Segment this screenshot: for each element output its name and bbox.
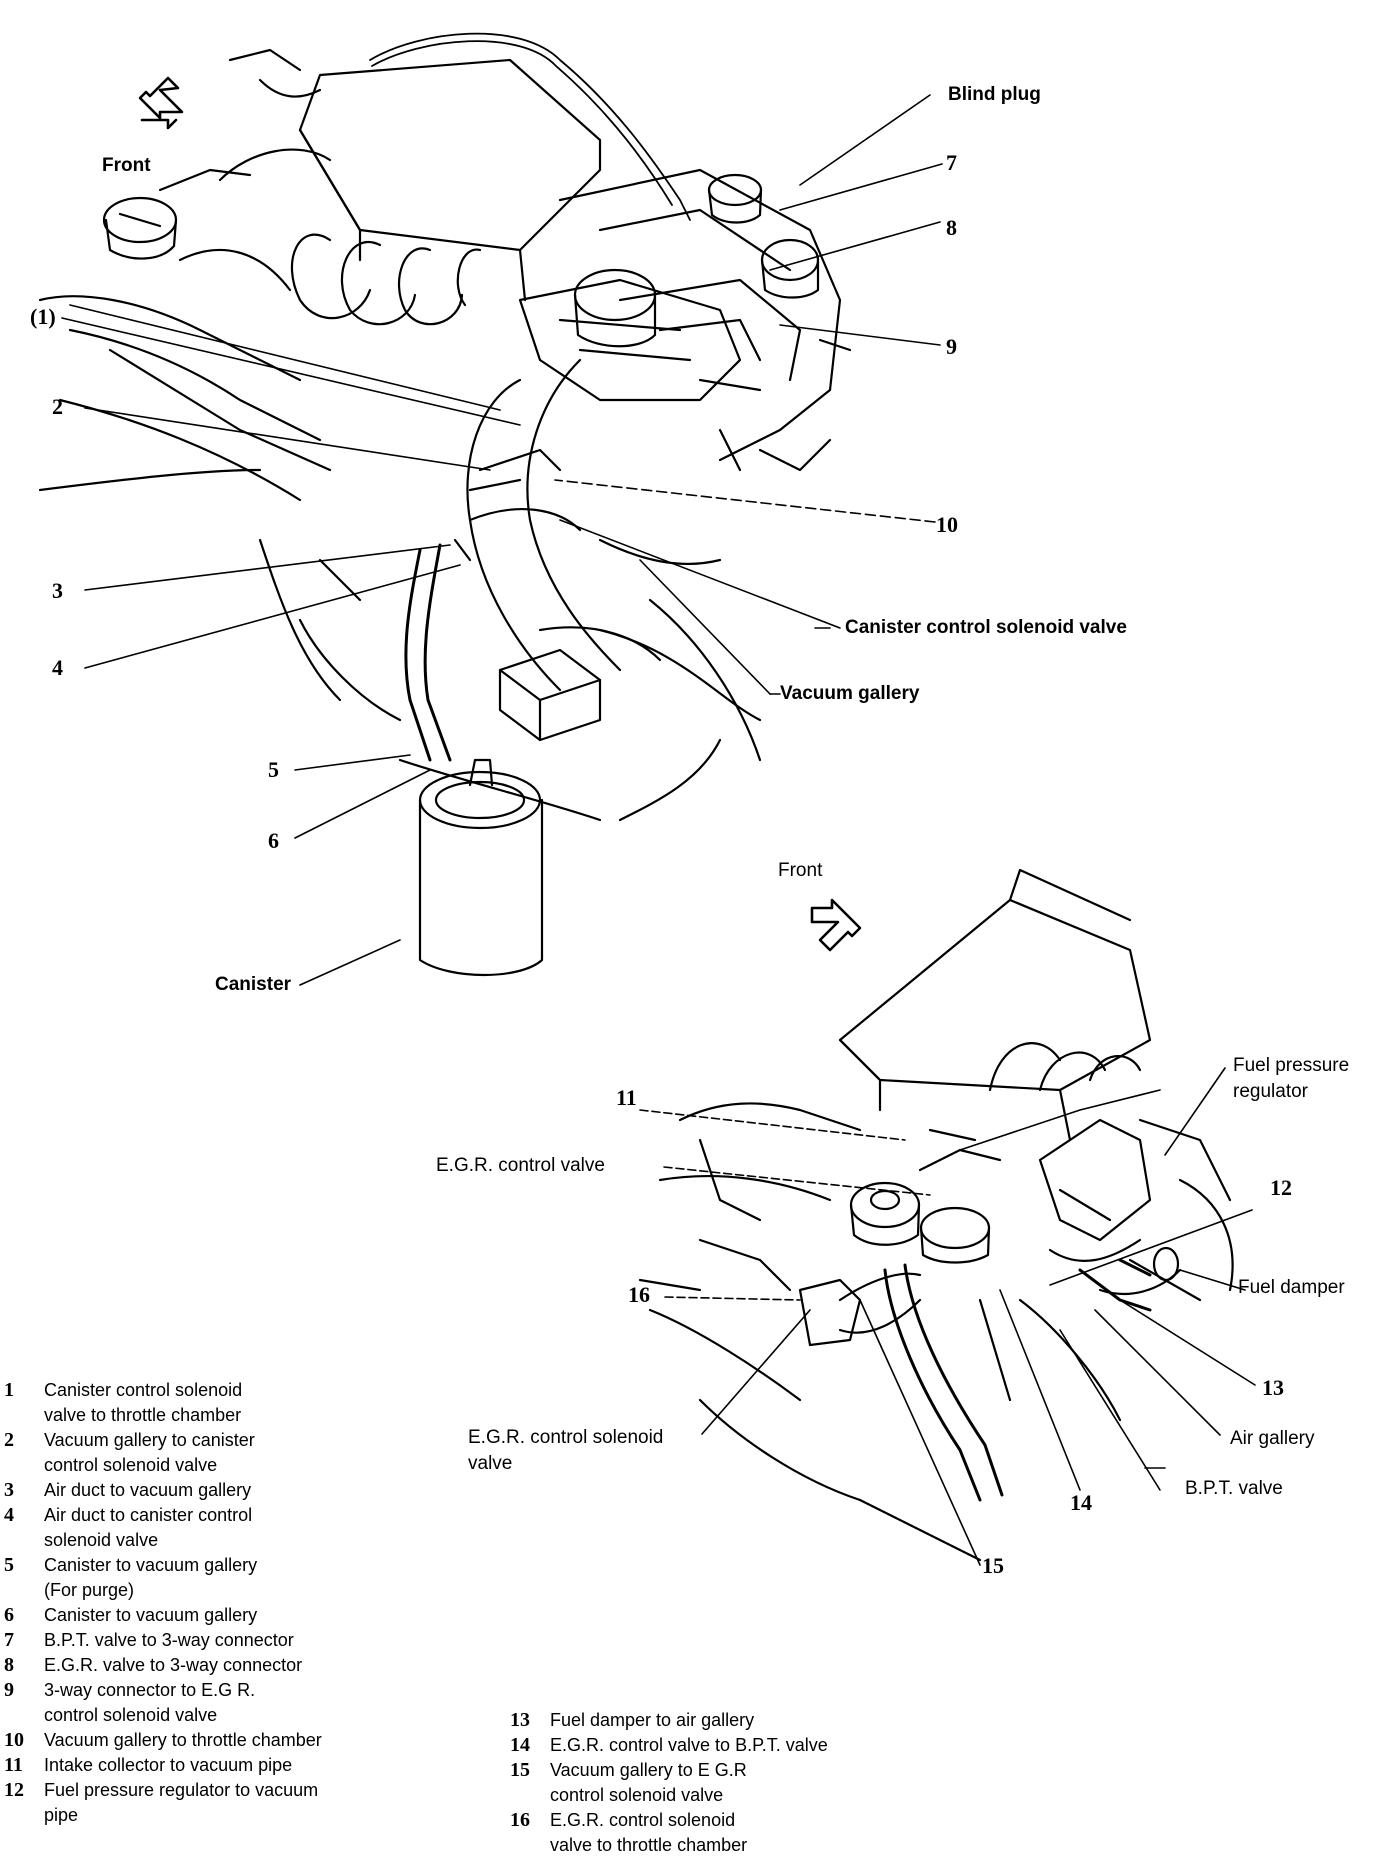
- bottom-leader-lines: [639, 1067, 1256, 1566]
- top-leader-lines: [61, 94, 943, 986]
- callout-4: 4: [52, 655, 63, 680]
- canister-label: Canister: [215, 974, 292, 995]
- callout-7: 7: [946, 150, 957, 175]
- vacuum-gallery-label: Vacuum gallery: [780, 683, 920, 704]
- canister-valve-label: Canister control solenoid valve: [845, 617, 1127, 638]
- callout-15: 15: [982, 1553, 1004, 1578]
- fuel-pressure-regulator-label-1: Fuel pressure: [1233, 1055, 1350, 1076]
- callout-3: 3: [52, 578, 63, 603]
- callout-10: 10: [936, 512, 958, 537]
- canister-illustration: [418, 758, 544, 977]
- air-gallery-label: Air gallery: [1230, 1428, 1315, 1449]
- fuel-damper-label: Fuel damper: [1238, 1277, 1345, 1298]
- callout-5: 5: [268, 757, 279, 782]
- callout-11: 11: [616, 1085, 637, 1110]
- bpt-valve-label: B.P.T. valve: [1185, 1478, 1283, 1499]
- egr-control-valve-label: E.G.R. control valve: [436, 1155, 605, 1176]
- front-label-bottom: Front: [778, 860, 823, 881]
- front-label-top: Front: [102, 155, 151, 176]
- front-arrow-icon: [138, 76, 184, 130]
- callout-8: 8: [946, 215, 957, 240]
- bottom-engine-illustration: [638, 868, 1234, 1562]
- callout-9: 9: [946, 334, 957, 359]
- egr-solenoid-label-2: valve: [468, 1453, 513, 1474]
- blind-plug-label: Blind plug: [948, 84, 1041, 105]
- top-engine-illustration: [38, 32, 852, 977]
- egr-solenoid-label-1: E.G.R. control solenoid: [468, 1427, 664, 1448]
- callout-2: 2: [52, 394, 63, 419]
- callout-16: 16: [628, 1282, 650, 1307]
- callout-1: (1): [30, 304, 56, 329]
- callout-14: 14: [1070, 1490, 1092, 1515]
- callout-6: 6: [268, 828, 279, 853]
- callout-13: 13: [1262, 1375, 1284, 1400]
- fuel-pressure-regulator-label-2: regulator: [1233, 1081, 1308, 1102]
- front-arrow-icon-2: [810, 898, 862, 952]
- callout-12: 12: [1270, 1175, 1292, 1200]
